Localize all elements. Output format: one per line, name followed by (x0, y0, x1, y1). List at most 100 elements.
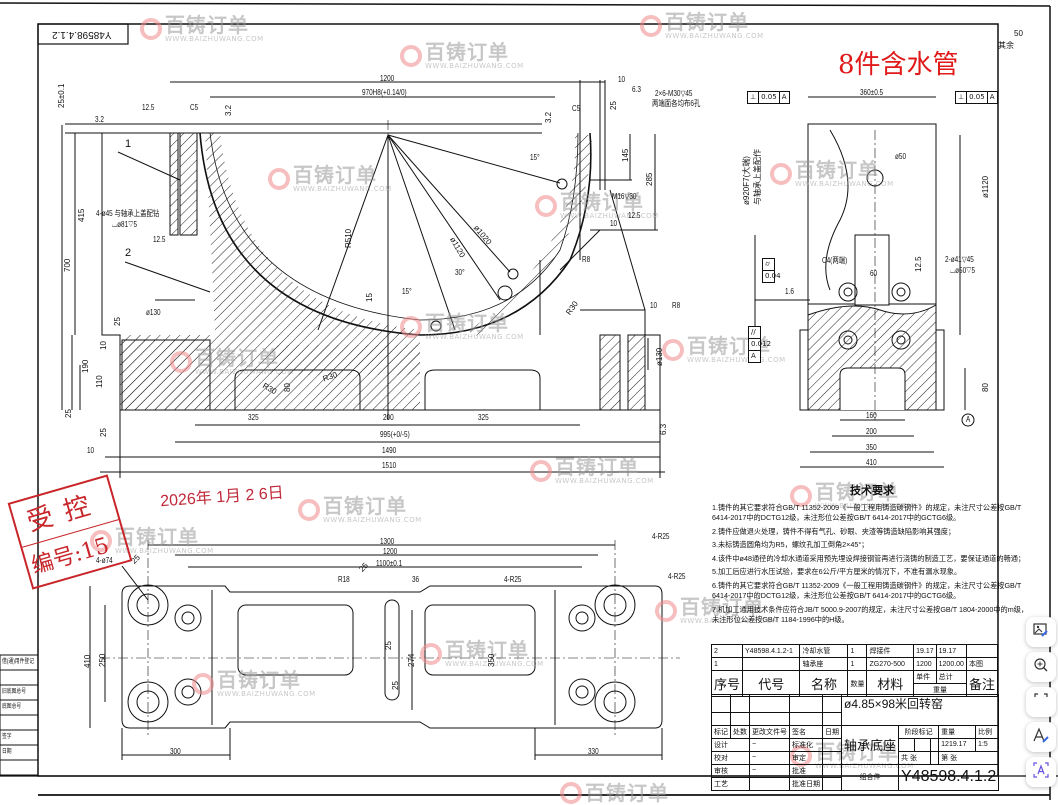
red-annotation-note: 8件含水管 (838, 50, 959, 80)
dim-995: 995(+0/-5) (380, 430, 410, 439)
text-recognition-icon (1033, 762, 1049, 782)
dim-415: 415 (77, 208, 86, 222)
dia-1120-side: ø1120 (981, 175, 990, 198)
dim-350: 350 (866, 443, 877, 452)
tech-req-item: 1.铸件的其它要求符合GB/T 11352-2009《一般工程用铸造碳钢件》的规… (712, 503, 1022, 523)
drawing-number-upside-down: Y48598.4.1.2 (52, 29, 112, 40)
bom-row: 2 Y48598.4.1.2-1 冷却水管 1 焊接件 19.17 19.17 (710, 644, 999, 658)
holes-2-phi41: 2-ø41▽45 (945, 255, 974, 264)
margin-label: 底图总号 (2, 704, 22, 710)
dim-15: 15 (365, 293, 374, 302)
hole-note-2: 两端面各均布6孔 (652, 99, 701, 108)
text-edit-icon (1032, 727, 1050, 747)
roughness-3-2-b: 3.2 (224, 104, 233, 116)
tech-req-item: 2.铸件应做退火处理，铸件不得有气孔、砂眼、夹渣等铸造缺陷影响其强度； (712, 526, 956, 536)
roughness-25-c: 25 (99, 428, 108, 437)
crop-button[interactable] (1026, 687, 1056, 717)
annotate-text-button[interactable] (1026, 722, 1056, 752)
drawing-number-box (37, 23, 129, 45)
dim-325-b: 325 (478, 413, 489, 422)
roughness-1-6: 1.6 (785, 287, 794, 296)
dim-10-top: 10 (618, 75, 626, 84)
roughness-12-5-c: 12.5 (153, 235, 166, 244)
dim-80: 80 (283, 383, 292, 392)
bom-header: 序号 代号 名称 数量 材料 单件 总计 备注 (710, 670, 999, 697)
tech-req-item: 5.加工后应进行水压试验，要求在6公斤/平方厘米的情况下，不准有漏水现象。 (712, 567, 962, 577)
chamfer-c5-right: C5 (572, 104, 581, 113)
dim-1300: 1300 (380, 537, 395, 546)
angle-30: 30° (455, 268, 465, 277)
dim-10-c: 10 (99, 341, 108, 350)
roughness-25-top-view-d: 25 (391, 681, 400, 690)
dim-330: 330 (588, 747, 599, 756)
signature: ~ (749, 737, 790, 752)
roughness-3-2: 3.2 (95, 115, 104, 124)
dim-1200: 1200 (380, 74, 395, 83)
hole-note: 2×6-M30▽45 (655, 89, 693, 98)
part-type: 组合件 (840, 763, 900, 791)
roughness-rest-label: 其余 (998, 41, 1014, 50)
dim-360: 360±0.5 (860, 88, 884, 97)
edit-image-button[interactable] (1026, 617, 1056, 647)
gdt-flatness: ⌭0.04 (762, 258, 781, 283)
radius-4-r25-a: 4-R25 (504, 575, 522, 584)
dim-10-e: 10 (87, 446, 95, 455)
dia-130-a: ø130 (146, 308, 161, 317)
margin-label: 日期 (2, 749, 12, 755)
dia-920: ø920F7(大端) (742, 156, 751, 205)
roughness-12-5-b: 12.5 (628, 211, 641, 220)
ocr-button[interactable] (1026, 757, 1056, 787)
radius-r18: R18 (338, 575, 350, 584)
dim-274: 274 (407, 653, 416, 667)
dim-10-b: 10 (610, 219, 618, 228)
dim-285: 285 (645, 172, 654, 186)
crop-icon (1033, 692, 1049, 712)
datum-a: A (966, 415, 971, 424)
dim-410-top: 410 (83, 654, 92, 668)
roughness-6-3-b: 6.3 (659, 423, 668, 435)
dim-200: 200 (383, 413, 394, 422)
roughness-25-top-view-c: 25 (384, 641, 393, 650)
outer-frame-top (0, 2, 1051, 7)
image-edit-icon (1033, 622, 1049, 642)
roughness-rest-value: 50 (1014, 29, 1023, 38)
thread-m16: M16▽30 (612, 192, 637, 201)
margin-label: 旧底图总号 (2, 689, 27, 695)
roughness-25-b: 25 (64, 409, 73, 418)
roughness-12-5-side: 12.5 (914, 256, 923, 272)
dim-325-a: 325 (248, 413, 259, 422)
dia-920-note: 与轴承上盖配作 (753, 149, 762, 205)
dim-bore: 970H8(+0.14/0) (362, 88, 407, 97)
technical-requirements: 技术要求 1.铸件的其它要求符合GB/T 11352-2009《一般工程用铸造碳… (712, 482, 1032, 628)
tech-req-item: 6.铸件的其它要求符合GB/T 11352-2009《一般工程用铸造碳钢件》的规… (712, 580, 1022, 601)
zoom-in-button[interactable] (1026, 652, 1056, 682)
roughness-3-2-c: 3.2 (544, 111, 553, 123)
radius-r510: R510 (344, 228, 353, 248)
dim-200-side: 200 (866, 427, 877, 436)
dim-700: 700 (63, 258, 72, 272)
chamfer-c4: C4(两端) (822, 256, 848, 265)
dim-25: 25±0.1 (57, 83, 66, 108)
dim-410: 410 (866, 458, 877, 467)
zoom-in-icon (1033, 657, 1049, 677)
tech-req-item: 3.未标铸造圆角均为R5，螺纹孔加工倒角2×45°； (712, 540, 869, 550)
project-name: ø4.85×98米回转窑 (840, 694, 1000, 712)
radius-r8-a: R8 (582, 255, 591, 264)
title-block: ø4.85×98米回转窑 标记处数更改文件号签名日期 轴承底座 阶段标记 重量 … (711, 694, 1000, 791)
dim-350-top: 350 (487, 653, 496, 667)
dim-1200-top: 1200 (383, 547, 398, 556)
roughness-25-top: 25 (609, 101, 618, 110)
note-4-phi45: 4-ø45 与轴承上盖配钻 (96, 209, 160, 218)
radius-4-r25-b: 4-R25 (652, 532, 670, 541)
dia-50: ø50 (895, 152, 907, 161)
tech-req-item: 7.机加工通用技术条件应符合JB/T 5000.9-2007的规定，未注尺寸公差… (712, 604, 1029, 624)
dim-190: 190 (81, 359, 90, 373)
dim-1510: 1510 (382, 461, 397, 470)
note-4-phi45-b: ⌴ø81▽5 (112, 220, 138, 229)
dim-1100: 1100±0.1 (376, 559, 403, 568)
callout-1: 1 (125, 138, 132, 150)
tech-req-item: 4.该件中ø48通径的冷却水通道采用预先埋设焊接钢管再进行浇铸的制造工艺，要保证… (712, 553, 1026, 563)
